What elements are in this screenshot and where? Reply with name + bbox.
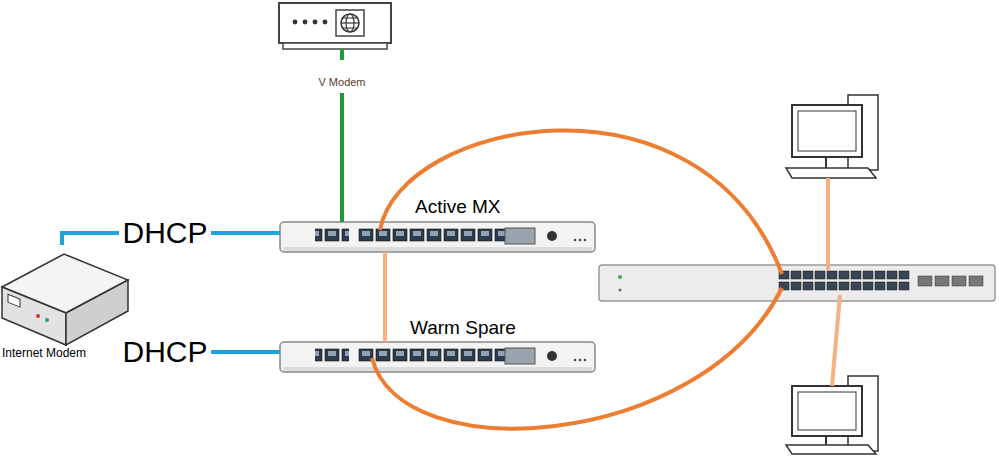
internet-modem-device	[2, 254, 128, 345]
edge-label: DHCP	[119, 217, 210, 249]
device-label: V Modem	[318, 76, 365, 89]
cable	[340, 93, 344, 222]
device-label: Internet Modem	[2, 346, 86, 360]
cable	[383, 252, 387, 342]
switch-device	[599, 265, 995, 301]
uplink-arc	[372, 288, 782, 429]
computer-top	[786, 95, 878, 178]
v-modem-device	[279, 3, 391, 49]
device-label: Warm Spare	[410, 316, 516, 339]
green-cable	[340, 49, 344, 60]
modem-box: Internet Modem	[0, 245, 134, 365]
pc-cable	[832, 295, 840, 386]
appliance-box: Active MX	[280, 222, 595, 252]
device-label: Active MX	[415, 195, 501, 218]
pc-cable	[826, 178, 830, 270]
active-mx-device	[280, 222, 595, 252]
warm-spare-device	[280, 342, 595, 372]
edge-label: DHCP	[119, 336, 210, 368]
uplink-arc	[380, 130, 782, 274]
appliance-box: Warm Spare	[280, 342, 595, 372]
computer-bottom	[786, 376, 878, 454]
modem-box: V Modem	[270, 0, 414, 93]
